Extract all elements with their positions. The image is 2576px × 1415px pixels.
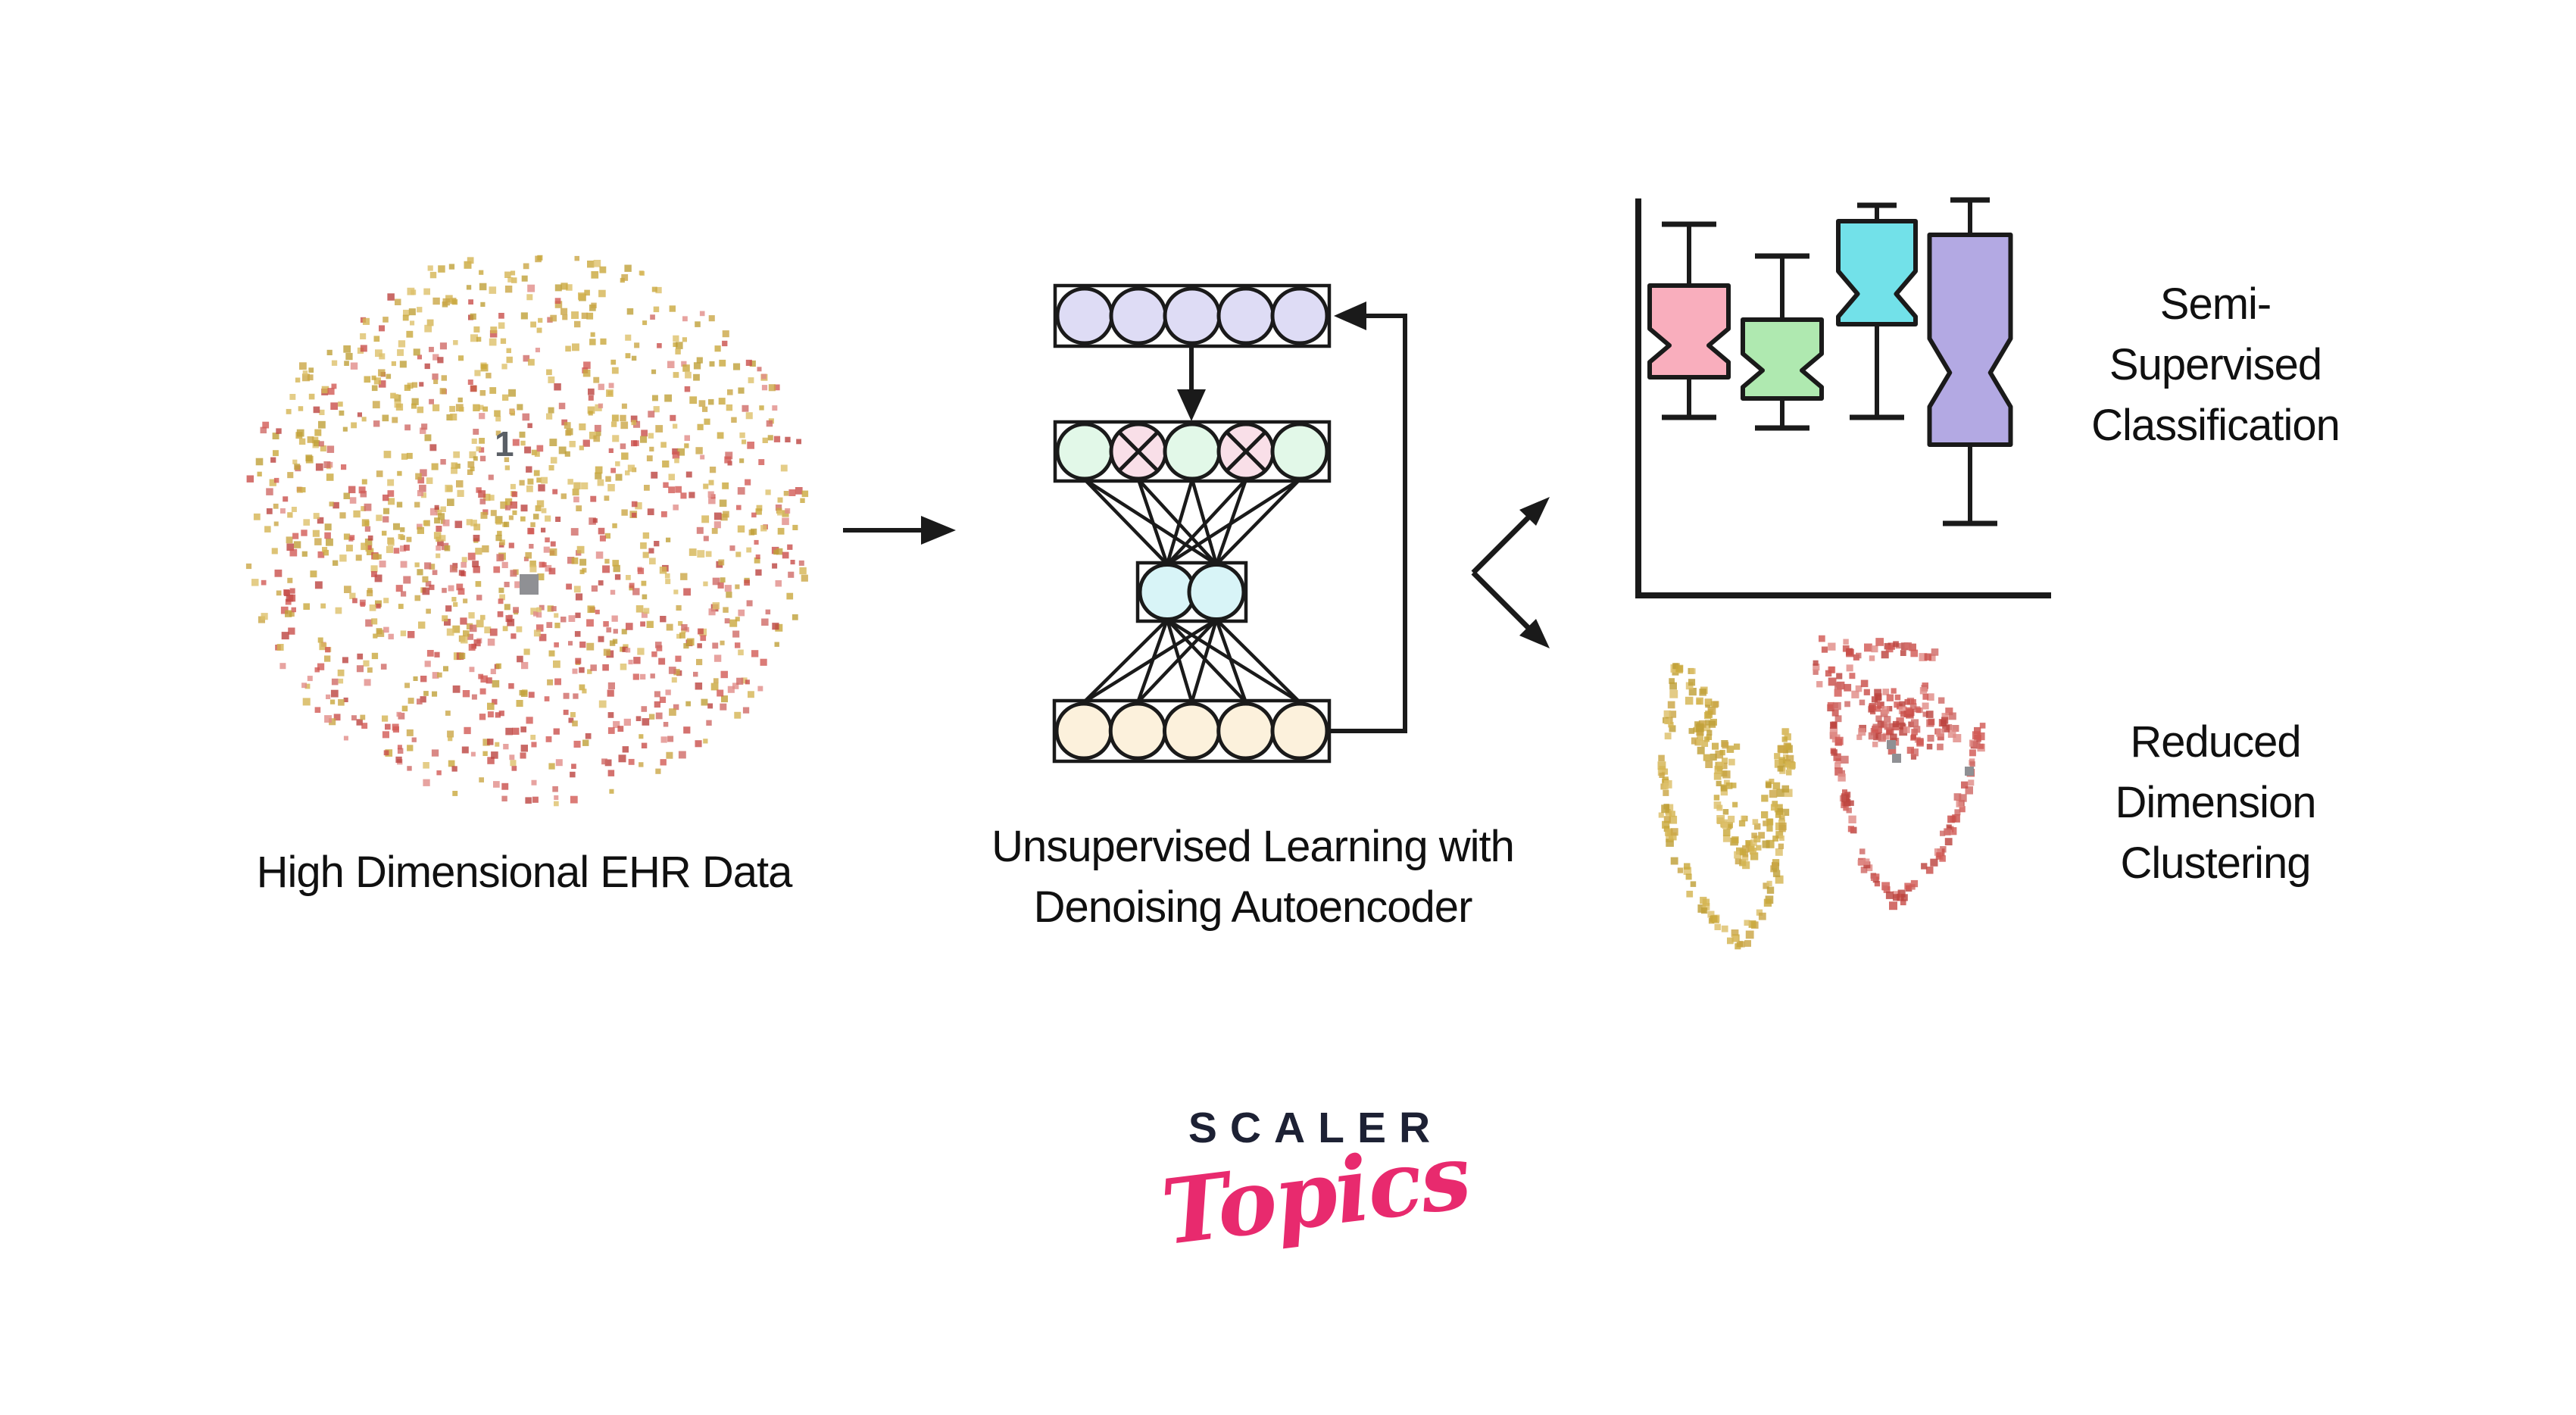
reconstruction-layer-unit: [1055, 286, 1114, 345]
input-layer: [1052, 698, 1332, 764]
classification-boxplot: [1635, 197, 2051, 598]
caption-autoencoder: Unsupervised Learning with Denoising Aut…: [991, 817, 1515, 938]
reconstruction-layer-unit: [1109, 286, 1168, 345]
caption-reduced-dimension: Reduced Dimension Clustering: [2115, 712, 2317, 894]
input-layer-unit: [1216, 701, 1276, 761]
reconstruction-layer-unit: [1216, 286, 1276, 345]
caption-ehr-data: High Dimensional EHR Data: [256, 848, 793, 897]
noisy-input-layer-unit: [1163, 422, 1222, 481]
caption-reduced-line3: Clustering: [2120, 839, 2311, 888]
caption-semi-line2: Supervised: [2109, 340, 2322, 389]
caption-reduced-line1: Reduced: [2130, 717, 2301, 767]
gray-centroid-mark: [520, 574, 539, 595]
bottleneck-layer-unit: [1138, 563, 1197, 621]
input-layer-unit: [1108, 701, 1167, 761]
scaler-topics-logo: SCALER Topics: [1157, 1104, 1475, 1265]
noisy-input-layer-unit: [1055, 422, 1114, 481]
branch-arrows: [1471, 497, 1550, 648]
noise-down-arrow: [1177, 348, 1206, 421]
caption-autoencoder-line1: Unsupervised Learning with: [991, 822, 1515, 871]
caption-semi-supervised: Semi- Supervised Classification: [2091, 274, 2340, 456]
reconstruction-layer-unit: [1163, 286, 1222, 345]
input-layer-unit: [1270, 701, 1329, 761]
input-layer-unit: [1054, 701, 1113, 761]
flow-right-arrow: [843, 516, 956, 545]
reconstruction-layer-unit: [1270, 286, 1329, 345]
noisy-input-layer-unit: [1270, 422, 1329, 481]
cluster-scatter: [1657, 635, 1986, 950]
caption-semi-line1: Semi-: [2159, 280, 2272, 329]
reconstruction-layer: [1053, 283, 1332, 348]
bottleneck-layer-unit: [1187, 563, 1246, 621]
bottleneck-layer: [1135, 561, 1248, 623]
stray-tick-label: 1: [495, 424, 514, 464]
box-class-1: [1647, 221, 1731, 420]
noisy-input-layer: [1053, 420, 1332, 483]
caption-autoencoder-line2: Denoising Autoencoder: [1033, 882, 1473, 932]
feedback-arrow: [1329, 301, 1407, 733]
input-layer-unit: [1163, 701, 1221, 761]
caption-semi-line3: Classification: [2091, 401, 2340, 450]
caption-reduced-line2: Dimension: [2115, 778, 2317, 827]
autoencoder-network: [1052, 283, 1332, 764]
ehr-scatter-cloud: 1: [245, 255, 809, 807]
box-class-4: [1927, 197, 2013, 526]
box-class-3: [1836, 202, 1918, 420]
logo-brand-text: SCALER: [1188, 1104, 1444, 1152]
box-class-2: [1741, 253, 1824, 431]
